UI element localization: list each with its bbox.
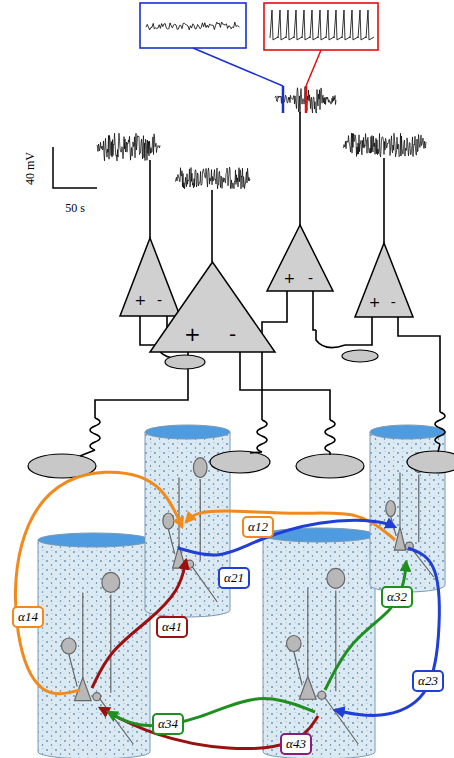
voltage-trace [275,87,336,113]
column-top [370,425,445,439]
wire [313,291,316,330]
cortical-column [263,535,375,758]
plus-sign: + [135,293,147,307]
column-top [263,528,375,542]
voltage-trace [97,133,160,161]
wire [329,452,331,455]
scale-label: 40 mV [23,152,38,185]
soma-ellipse [342,350,378,362]
wire [80,450,95,456]
minus-sign: - [391,295,396,309]
wire [149,160,151,238]
voltage-trace [175,167,250,189]
wire [438,444,440,452]
soma-ellipse [165,355,205,369]
coupling-arrow [178,520,395,554]
column-top [38,533,150,547]
coupling-label: α23 [412,670,444,692]
coupling-strength: α32 [387,589,407,604]
triangle-outline [150,262,275,352]
minus-sign: - [229,324,236,344]
wire [262,291,287,420]
triangle-outline [120,238,180,316]
neuron-triangle: +- [120,238,180,316]
wire [299,112,301,225]
soma-ellipse [296,454,364,478]
inset-leader [193,48,283,86]
inset-box [264,3,378,50]
time-marker [305,86,308,113]
wire [240,352,330,420]
inset-trace [146,22,240,30]
coupling-label: α21 [218,567,250,589]
coupling-arrow [186,511,395,540]
time-marker [282,86,285,113]
coupling-label: α34 [152,713,184,735]
coupling-label: α43 [280,733,312,755]
coupling-strength: α12 [248,519,268,534]
column-neurons [163,458,217,602]
coupling-strength: α43 [286,736,306,751]
wire [345,317,372,345]
wire [250,452,262,453]
dendrite [435,412,445,444]
triangle-outline [267,225,333,291]
inset-trace [270,10,374,40]
column-neurons [287,568,359,744]
coupling-label: α12 [242,516,274,538]
wire [398,317,440,412]
coupling-label: α14 [12,606,44,628]
wire [383,158,385,243]
coupling-strength: α41 [162,619,182,634]
soma-ellipse [210,451,270,473]
wire [211,190,213,262]
voltage-trace [343,133,426,157]
dendrite [257,420,267,452]
coupling-arrow [15,472,182,694]
coupling-arrow [325,562,406,690]
inset-box [140,3,246,48]
coupling-strength: α14 [18,609,38,624]
minus-sign: - [308,271,313,285]
coupling-strength: α21 [224,570,244,585]
coupling-label: α32 [381,586,413,608]
minus-sign: - [157,293,162,307]
soma-ellipse [407,451,454,473]
scale-label: 50 s [65,201,85,216]
neuron-triangle: +- [355,243,413,317]
coupling-arrow [92,560,186,688]
plus-sign: + [184,324,201,344]
neuron-triangle: +- [267,225,333,291]
triangle-outline [355,243,413,317]
coupling-strength: α34 [158,716,178,731]
scale-bar [53,147,97,188]
plus-sign: + [284,271,296,285]
dendrite [325,420,335,452]
coupling-strength: α23 [418,673,438,688]
column-top [145,425,230,439]
plus-sign: + [369,295,381,309]
inset-leader [306,50,321,86]
dendrite [316,330,345,348]
dendrite [90,418,100,450]
coupling-arrow [108,699,315,726]
neuron-triangle: +- [150,262,275,352]
coupling-label: α41 [156,616,188,638]
